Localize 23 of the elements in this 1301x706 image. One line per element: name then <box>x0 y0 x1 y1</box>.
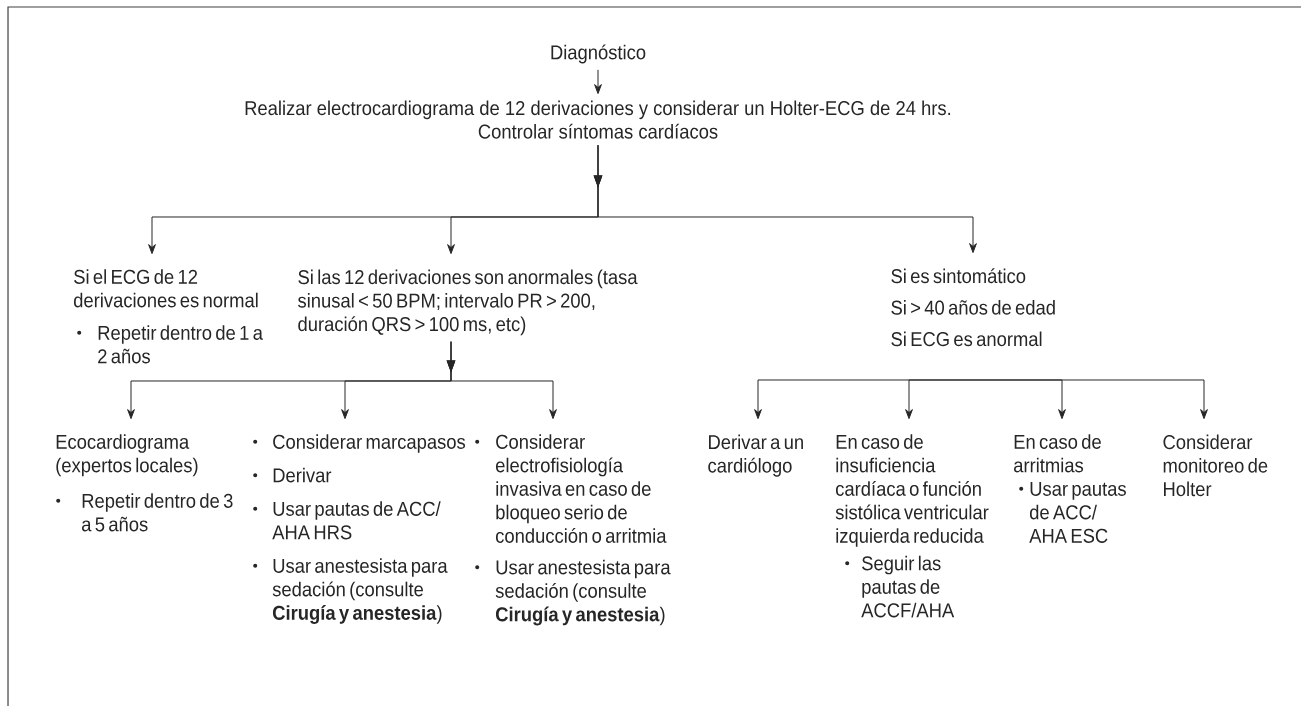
node-label: Usar anestesista para sedación (consulte Cirugía y anestesia) <box>272 558 448 624</box>
arrow <box>980 379 1208 420</box>
step-text: Si el ECG de 12 derivaciones es normal Repetir dentro de 1 a 2 años <box>74 269 263 364</box>
node-label: Considerar electrofisiología invasiva en caso de bloqueo serio de conducción o arritmia <box>495 434 667 543</box>
arrow <box>593 144 977 254</box>
arrow <box>905 379 982 420</box>
node-label: Derivar <box>273 467 332 483</box>
step-text: Realizar electrocardiograma de 12 derivaciones y considerar un Holter-ECG de 24 hrs. Controlar síntomas cardíacos <box>245 100 951 139</box>
node-label: Usar anestesista para sedación (consulte Cirugía y anestesia) <box>495 559 671 626</box>
step-text: En caso de insuficiencia cardíaca o función sistólica ventricular izquierda reducida Seguir las pautas de ACCF/AHA <box>835 434 989 618</box>
step-text: Si es sintomático Si > 40 años de edad Si ECG es anormal <box>891 268 1055 347</box>
arrow <box>446 341 557 420</box>
node-label: Considerar marcapasos <box>273 434 466 453</box>
step-text: Derivar a un cardiólogo <box>708 434 803 477</box>
step-text: En caso de arritmias Usar pautas de ACC/ AHA ESC <box>1014 434 1126 543</box>
bullet-list: Considerar marcapasos Derivar Usar pautas de ACC/ AHA HRS Usar anestesista para sedación (consulte Cirugía y anestesia) <box>253 434 466 624</box>
step-text: Si las 12 derivaciones son anormales (tasa sinusal < 50 BPM; intervalo PR > 200, duración QRS > 100 ms, etc) <box>298 269 638 336</box>
bullet-list: Considerar electrofisiología invasiva en caso de bloqueo serio de conducción o arritmia Usar anestesista para sedación (consulte Cirugía y anestesia) <box>475 434 671 626</box>
step-text: Ecocardiograma (expertos locales) Repetir dentro de 3 a 5 años <box>56 434 233 532</box>
node-label: Usar pautas de ACC/ AHA HRS <box>272 501 441 540</box>
arrow <box>594 69 602 95</box>
step-text: Considerar monitoreo de Holter <box>1163 434 1268 497</box>
step-text: Diagnóstico <box>551 44 646 64</box>
